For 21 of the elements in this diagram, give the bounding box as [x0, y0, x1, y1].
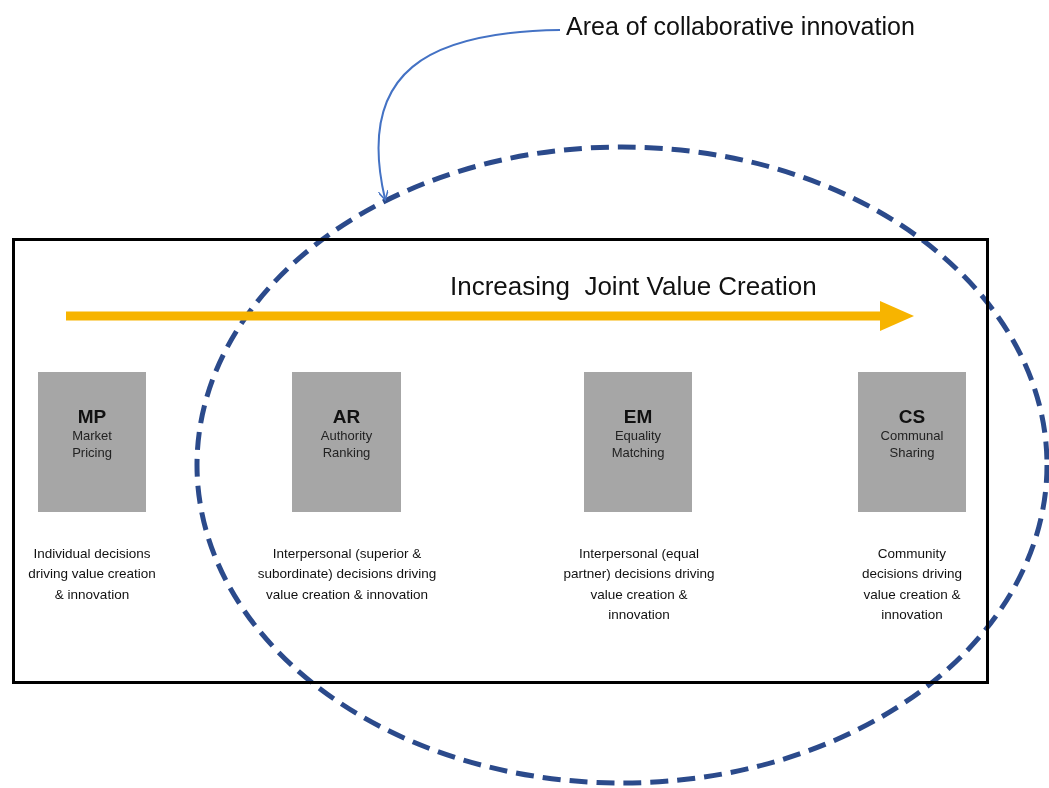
description-text: Interpersonal (equal partner) decisions driving value creation & innovation — [562, 545, 716, 624]
frame-box — [12, 238, 989, 684]
category-box — [584, 372, 692, 512]
category-name: Market Pricing — [71, 428, 113, 462]
abbreviation: EM — [623, 406, 653, 428]
leader-arrow — [377, 29, 561, 201]
description-text: Community decisions driving value creation & innovation — [861, 545, 963, 624]
category-name: Communal Sharing — [879, 428, 945, 462]
abbreviation: CS — [898, 406, 926, 428]
category-box — [38, 372, 146, 512]
category-name: Equality Matching — [610, 428, 666, 462]
category-box — [292, 372, 401, 512]
abbreviation: MP — [77, 406, 107, 428]
dashed-ellipse — [194, 144, 1049, 786]
category-name: Authority Ranking — [319, 428, 374, 462]
description-text: Interpersonal (superior & subordinate) decisions driving value creation & innovation — [256, 545, 438, 604]
abbreviation: AR — [332, 406, 361, 428]
callout-text: Area of collaborative innovation — [566, 12, 956, 48]
heading: Increasing Joint Value Creation — [450, 271, 817, 302]
category-box — [858, 372, 966, 512]
description-text: Individual decisions driving value creation & innovation — [28, 545, 156, 604]
